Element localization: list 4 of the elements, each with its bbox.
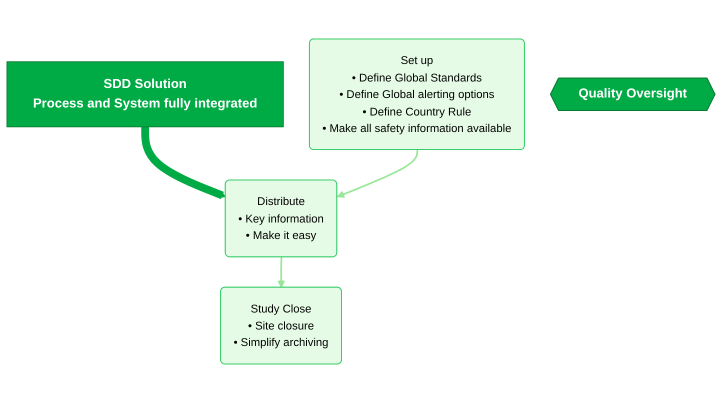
arrow bbox=[336, 150, 418, 198]
node-box: SDD Solution Process and System fully integrated bbox=[6, 60, 284, 127]
arrow bbox=[141, 126, 226, 199]
arrow bbox=[277, 256, 286, 288]
